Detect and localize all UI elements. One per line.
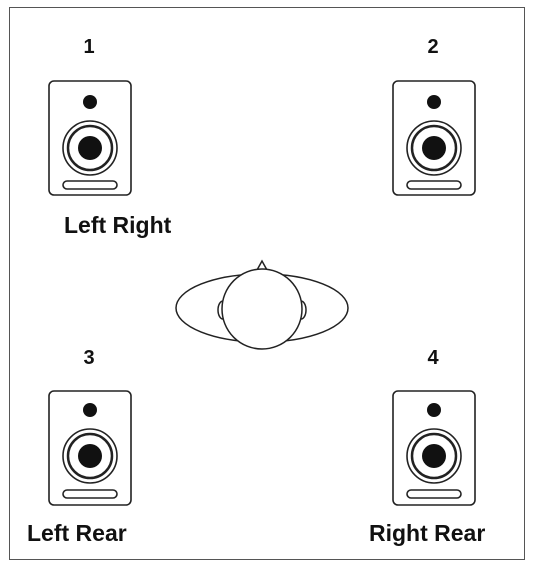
speaker-1-number: 1 (83, 36, 95, 58)
speaker-4-icon (392, 390, 476, 506)
front-speakers-label: Left Right (64, 212, 172, 238)
left-rear-label: Left Rear (27, 520, 127, 546)
speaker-1-icon (48, 80, 132, 196)
speaker-2-number: 2 (427, 36, 439, 58)
right-rear-label: Right Rear (369, 520, 486, 546)
speaker-2-icon (392, 80, 476, 196)
speaker-4-number: 4 (427, 347, 439, 369)
listener-head-icon (173, 258, 351, 350)
speaker-3-icon (48, 390, 132, 506)
speaker-3-number: 3 (83, 347, 95, 369)
